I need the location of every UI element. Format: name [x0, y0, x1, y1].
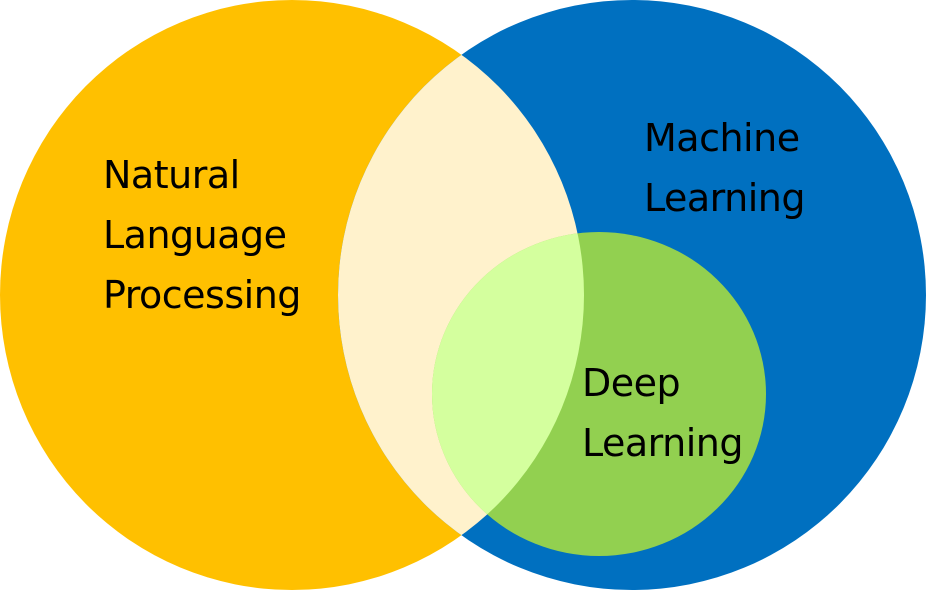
dl-label-line: Learning	[582, 421, 743, 465]
dl-label: Deep Learning	[582, 361, 743, 465]
dl-label-line: Deep	[582, 361, 680, 405]
nlp-dl-overlap	[432, 232, 584, 556]
nlp-label-line: Processing	[103, 273, 301, 317]
nlp-label: Natural Language Processing	[103, 153, 301, 317]
nlp-label-line: Natural	[103, 153, 240, 197]
ml-label: Machine Learning	[644, 116, 811, 220]
nlp-label-line: Language	[103, 213, 287, 257]
ml-label-line: Learning	[644, 176, 805, 220]
ml-label-line: Machine	[644, 116, 800, 160]
